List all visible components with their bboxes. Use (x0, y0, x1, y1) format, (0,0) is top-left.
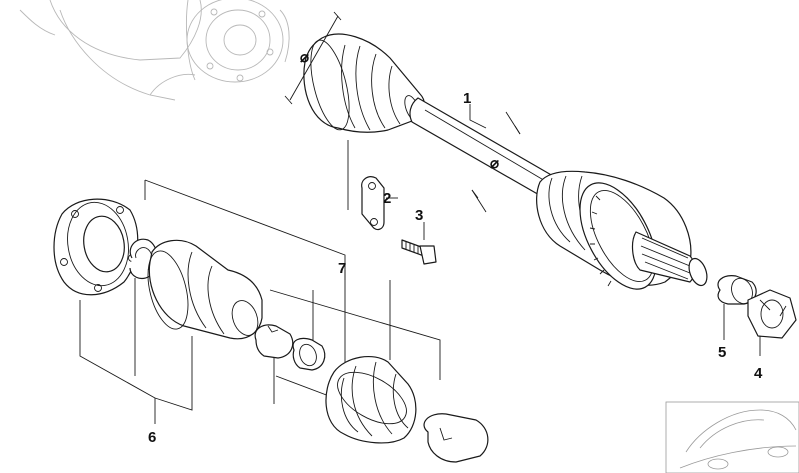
hex-bolt: 3 (401, 207, 437, 265)
car-thumbnail-icon (665, 401, 799, 473)
differential-housing-ghost (19, 0, 290, 101)
bracket-plate: 2 (347, 140, 398, 231)
callout-1: 1 (463, 90, 471, 107)
spacer-sleeve: 5 (717, 275, 757, 361)
outer-joint-diameter-symbol: ⌀ (300, 49, 309, 66)
callout-4: 4 (754, 365, 763, 382)
callout-7: 7 (338, 260, 346, 277)
shaft-diameter-symbol: ⌀ (490, 155, 499, 172)
callout-5: 5 (718, 344, 726, 361)
callout-6: 6 (148, 429, 156, 446)
repair-kit-7: 7 (269, 260, 489, 463)
drive-shaft-assembly: ⌀ ⌀ 1 (284, 11, 708, 290)
callout-2: 2 (383, 190, 391, 207)
repair-kit-6: 6 (53, 179, 346, 446)
callout-3: 3 (415, 207, 423, 224)
collar-nut: 4 (747, 289, 797, 382)
